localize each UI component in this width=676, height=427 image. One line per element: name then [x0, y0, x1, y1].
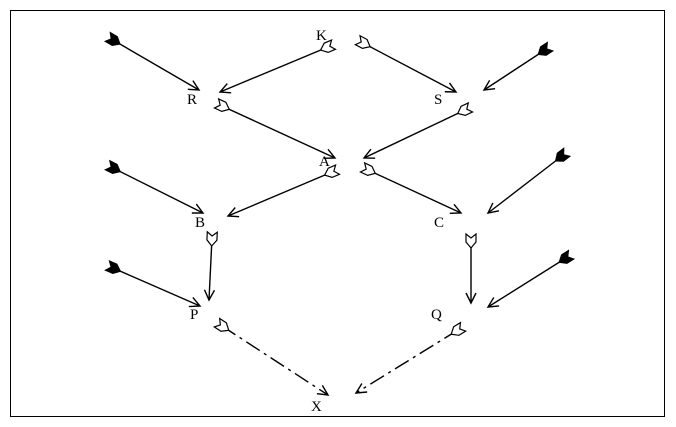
arrow-input-to-q: [486, 249, 576, 308]
arrow-line: [227, 171, 333, 217]
fletching-filled-icon: [558, 249, 576, 264]
arrow-input-to-b: [104, 159, 205, 214]
arrow-line: [363, 109, 466, 159]
arrow-line: [112, 267, 201, 307]
arrowhead-icon: [218, 83, 232, 94]
fletching-filled-icon: [104, 159, 121, 175]
arrow-p-to-x: [212, 317, 330, 396]
arrowhead-icon: [316, 385, 330, 396]
node-c: C: [434, 215, 444, 231]
arrow-s-to-a: [362, 101, 474, 159]
arrow-line: [219, 46, 329, 93]
arrowhead-icon: [203, 289, 216, 302]
arrowhead-icon: [486, 202, 500, 214]
arrow-line: [355, 329, 459, 394]
fletching-open-icon: [359, 161, 377, 177]
arrow-a-to-b: [226, 164, 341, 218]
arrow-k-to-s: [353, 34, 458, 93]
arrow-c-to-q: [465, 232, 477, 305]
diagram-frame: [10, 10, 665, 417]
fletching-open-icon: [323, 164, 341, 179]
node-b: B: [195, 215, 205, 231]
arrow-input-to-p: [104, 259, 202, 308]
node-x: X: [311, 399, 322, 415]
arrowhead-icon: [191, 203, 205, 214]
arrow-line: [221, 325, 329, 396]
arrowhead-icon: [362, 148, 376, 159]
arrowhead-icon: [444, 82, 458, 93]
arrow-input-to-s: [482, 41, 555, 91]
fletching-filled-icon: [554, 147, 572, 162]
arrowhead-icon: [486, 297, 500, 308]
arrow-k-to-r: [218, 39, 337, 94]
arrowhead-icon: [187, 80, 201, 91]
fletching-open-icon: [319, 39, 337, 54]
arrow-b-to-p: [203, 230, 218, 302]
arrow-line: [483, 49, 546, 91]
fletching-open-icon: [450, 321, 468, 336]
fletching-open-icon: [206, 230, 218, 247]
arrowhead-icon: [465, 292, 477, 305]
arrowhead-icon: [449, 203, 463, 215]
arrow-r-to-a: [213, 97, 337, 160]
fletching-open-icon: [212, 317, 230, 332]
arrow-line: [362, 42, 457, 93]
fletching-filled-icon: [537, 41, 555, 56]
arrowhead-icon: [188, 296, 202, 308]
node-q: Q: [431, 307, 442, 323]
arrow-a-to-c: [359, 161, 463, 215]
fletching-open-icon: [465, 232, 477, 249]
arrow-line: [487, 257, 567, 308]
arrow-line: [208, 237, 213, 301]
fletching-filled-icon: [104, 259, 122, 275]
arrow-line: [221, 105, 336, 159]
arrow-line: [112, 39, 200, 91]
arrowhead-icon: [226, 207, 240, 218]
fletching-open-icon: [213, 97, 231, 113]
arrow-input-to-r: [103, 31, 201, 91]
arrowhead-icon: [354, 383, 368, 394]
fletching-filled-icon: [103, 31, 121, 46]
arrow-line: [112, 167, 204, 214]
arrow-line: [487, 155, 563, 214]
fletching-open-icon: [353, 34, 371, 49]
node-a: A: [319, 154, 330, 170]
arrow-q-to-x: [354, 321, 468, 394]
node-k: K: [316, 28, 327, 44]
arrow-layer: [103, 31, 576, 396]
fletching-open-icon: [456, 101, 474, 117]
node-p: P: [190, 307, 198, 323]
node-r: R: [187, 92, 197, 108]
arrow-input-to-c: [486, 147, 572, 214]
arrowhead-icon: [482, 79, 496, 91]
node-s: S: [434, 92, 442, 108]
arrowhead-icon: [323, 148, 337, 160]
arrow-line: [367, 169, 462, 214]
